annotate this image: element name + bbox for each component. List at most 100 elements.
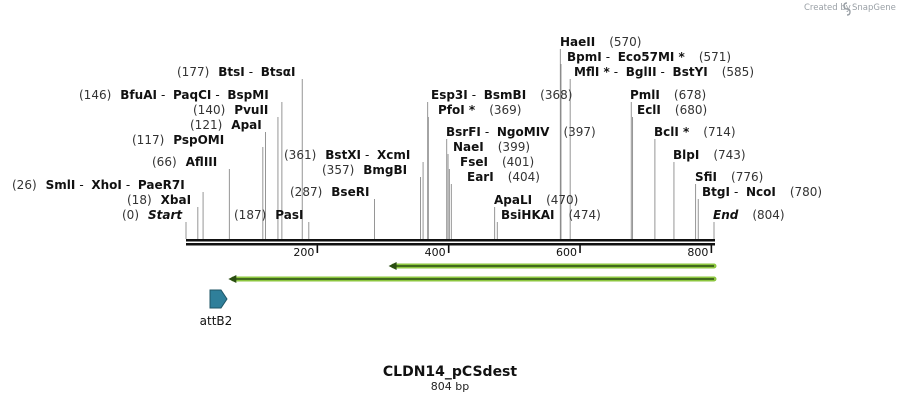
enzyme-name: PspOMI bbox=[173, 133, 224, 147]
backbone-strand-bottom bbox=[186, 243, 715, 246]
site-label-naei[interactable]: NaeI(399) bbox=[453, 140, 530, 154]
backbone-strand-top bbox=[186, 239, 715, 242]
enzyme-name: PfoI * bbox=[438, 103, 476, 117]
attb2-label: attB2 bbox=[200, 314, 233, 328]
site-position: (404) bbox=[508, 170, 540, 184]
site-label-bsihkai[interactable]: BsiHKAI(474) bbox=[501, 208, 601, 222]
site-position: (570) bbox=[609, 35, 641, 49]
site-label-pspomi[interactable]: (117)PspOMI bbox=[132, 133, 224, 147]
snapgene-logo-icon bbox=[843, 2, 851, 16]
arrow-left-icon bbox=[388, 262, 397, 270]
enzyme-name: XhoI bbox=[91, 178, 122, 192]
enzyme-name: BsiHKAI bbox=[501, 208, 555, 222]
site-label-bstxi[interactable]: (361)BstXI-XcmI bbox=[284, 148, 410, 162]
enzyme-separator: - bbox=[79, 178, 83, 192]
site-label-apali[interactable]: ApaLI(470) bbox=[494, 193, 578, 207]
site-label-haeii[interactable]: HaeII(570) bbox=[560, 35, 642, 49]
enzyme-name: PasI bbox=[275, 208, 303, 222]
site-label-blpi[interactable]: BlpI (743) bbox=[673, 148, 746, 162]
site-position: (357) bbox=[322, 163, 354, 177]
site-label-end[interactable]: End(804) bbox=[713, 208, 785, 222]
site-position: (470) bbox=[546, 193, 578, 207]
attb2-arrow-icon[interactable] bbox=[209, 289, 228, 309]
feature-arrow-2[interactable] bbox=[228, 275, 717, 283]
site-labels: (0)Start(18)XbaI(26)SmlI-XhoI-PaeR7I(66)… bbox=[12, 35, 822, 222]
site-label-pasi[interactable]: (187) PasI bbox=[234, 208, 303, 222]
site-position: (177) bbox=[177, 65, 209, 79]
enzyme-separator: - bbox=[485, 125, 489, 139]
credit-brand: SnapGene bbox=[852, 3, 896, 13]
site-position: (776) bbox=[731, 170, 763, 184]
site-label-smli[interactable]: (26)SmlI-XhoI-PaeR7I bbox=[12, 178, 185, 192]
site-label-sfii[interactable]: SfiI(776) bbox=[695, 170, 763, 184]
site-label-bsrfi[interactable]: BsrFI-NgoMIV(397) bbox=[446, 125, 596, 139]
enzyme-name: XbaI bbox=[161, 193, 191, 207]
site-label-pmli[interactable]: PmlI(678) bbox=[630, 88, 706, 102]
sequence-title: CLDN14_pCSdest bbox=[383, 364, 518, 380]
site-position: (680) bbox=[675, 103, 707, 117]
enzyme-name: XcmI bbox=[377, 148, 410, 162]
enzyme-name: AflIII bbox=[186, 155, 218, 169]
sequence-length: 804 bp bbox=[431, 380, 469, 393]
site-label-bfuai[interactable]: (146)BfuAI-PaqCI-BspMI bbox=[79, 88, 269, 102]
attb2-feature[interactable]: attB2 bbox=[200, 289, 233, 328]
site-label-eari[interactable]: EarI (404) bbox=[467, 170, 540, 184]
ruler-tick-label: 400 bbox=[425, 246, 446, 259]
site-label-ecli[interactable]: EclI(680) bbox=[637, 103, 707, 117]
site-position: (585) bbox=[722, 65, 754, 79]
enzyme-name: PvuII bbox=[234, 103, 268, 117]
enzyme-name: EarI bbox=[467, 170, 494, 184]
site-position: (780) bbox=[790, 185, 822, 199]
site-label-pvuii[interactable]: (140)PvuII bbox=[193, 103, 268, 117]
site-label-pfoi[interactable]: PfoI *(369) bbox=[438, 103, 521, 117]
enzyme-name: BtgI bbox=[702, 185, 730, 199]
enzyme-separator: - bbox=[606, 50, 610, 64]
site-label-afliii[interactable]: (66) AflIII bbox=[152, 155, 217, 169]
arrow-left-icon bbox=[228, 275, 237, 283]
enzyme-name: BsmBI bbox=[484, 88, 526, 102]
enzyme-name: Start bbox=[148, 208, 183, 222]
site-label-fsei[interactable]: FseI(401) bbox=[460, 155, 534, 169]
enzyme-name: BlpI bbox=[673, 148, 699, 162]
enzyme-separator: - bbox=[365, 148, 369, 162]
site-position: (146) bbox=[79, 88, 111, 102]
site-label-mfli[interactable]: MflI *-BglII-BstYI(585) bbox=[574, 65, 754, 79]
site-label-bseri[interactable]: (287)BseRI bbox=[290, 185, 369, 199]
feature-arrow-1[interactable] bbox=[388, 262, 717, 270]
enzyme-name: End bbox=[713, 208, 739, 222]
site-label-bcli[interactable]: BclI *(714) bbox=[654, 125, 736, 139]
site-position: (368) bbox=[540, 88, 572, 102]
enzyme-name: MflI * bbox=[574, 65, 610, 79]
site-position: (678) bbox=[674, 88, 706, 102]
credit-prefix: Created by bbox=[804, 3, 851, 13]
enzyme-separator: - bbox=[215, 88, 219, 102]
site-position: (571) bbox=[699, 50, 731, 64]
site-position: (187) bbox=[234, 208, 266, 222]
site-label-esp3i[interactable]: Esp3I-BsmBI(368) bbox=[431, 88, 572, 102]
enzyme-separator: - bbox=[661, 65, 665, 79]
enzyme-name: BsrFI bbox=[446, 125, 481, 139]
site-label-btgi[interactable]: BtgI-NcoI (780) bbox=[702, 185, 822, 199]
enzyme-name: Eco57MI * bbox=[618, 50, 686, 64]
enzyme-separator: - bbox=[734, 185, 738, 199]
site-position: (26) bbox=[12, 178, 37, 192]
site-position: (397) bbox=[563, 125, 595, 139]
site-position: (743) bbox=[713, 148, 745, 162]
enzyme-name: SmlI bbox=[46, 178, 76, 192]
ruler-tick-label: 200 bbox=[293, 246, 314, 259]
site-label-start[interactable]: (0)Start bbox=[122, 208, 183, 222]
enzyme-name: NcoI bbox=[746, 185, 776, 199]
site-position: (399) bbox=[498, 140, 530, 154]
snapgene-credit: Created by SnapGene bbox=[804, 2, 896, 16]
site-position: (66) bbox=[152, 155, 177, 169]
site-stems bbox=[185, 49, 715, 239]
site-label-bpmi[interactable]: BpmI-Eco57MI *(571) bbox=[567, 50, 731, 64]
enzyme-name: BseRI bbox=[331, 185, 369, 199]
site-label-apai[interactable]: (121)ApaI bbox=[190, 118, 262, 132]
enzyme-separator: - bbox=[614, 65, 618, 79]
site-label-xbai[interactable]: (18)XbaI bbox=[127, 193, 191, 207]
enzyme-name: FseI bbox=[460, 155, 488, 169]
site-label-btsi[interactable]: (177)BtsI-BtsαI bbox=[177, 65, 296, 79]
site-label-bmgbi[interactable]: (357)BmgBI bbox=[322, 163, 407, 177]
